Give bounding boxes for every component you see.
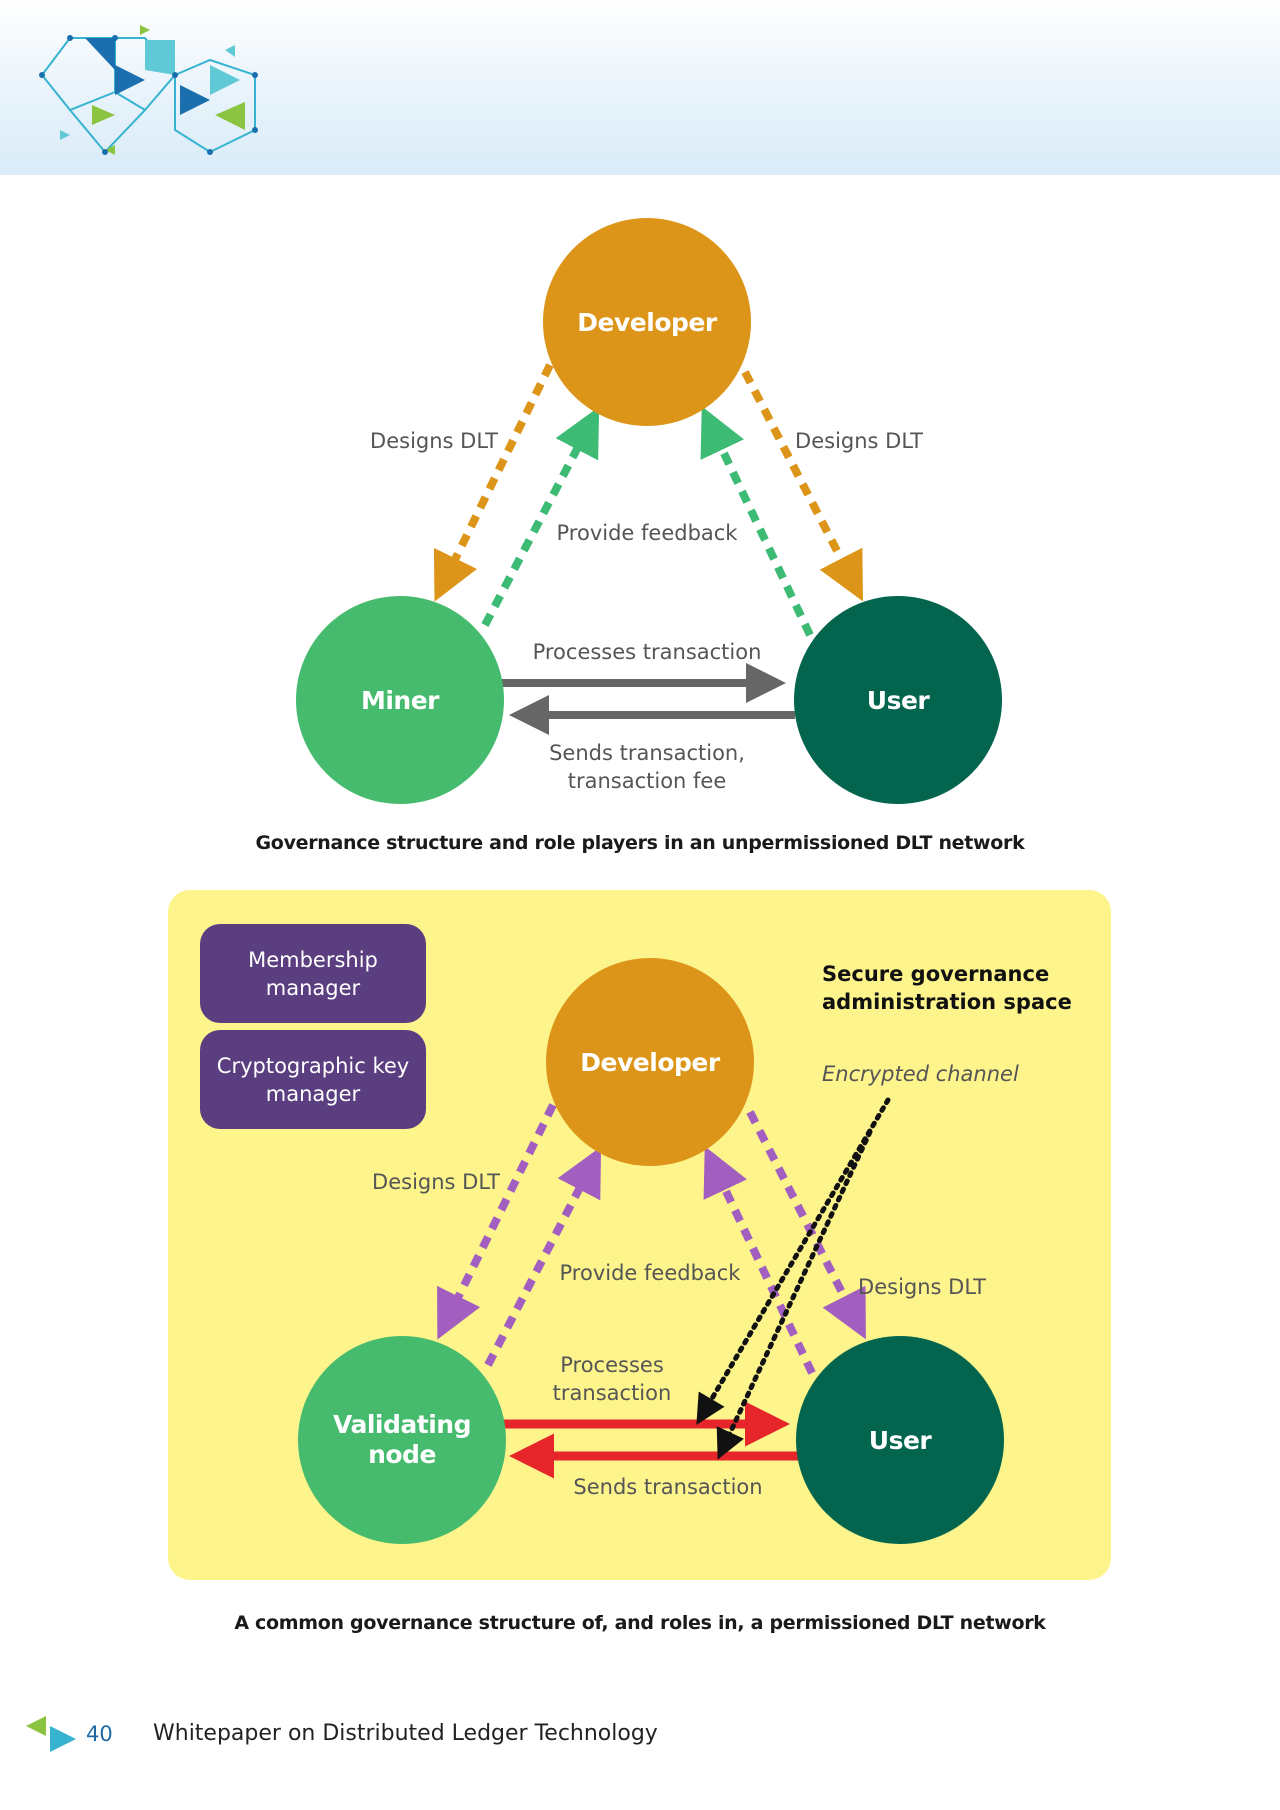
encrypted-channel-label: Encrypted channel	[822, 1062, 1019, 1086]
page-number: 40	[86, 1722, 113, 1746]
designs-dlt-right-label: Designs DLT	[795, 429, 923, 453]
diagram-unpermissioned: Developer Miner User Designs DLT Designs…	[296, 218, 1002, 804]
encrypted-channel-arrow-2	[716, 1129, 873, 1460]
miner-label: Miner	[361, 686, 440, 715]
user-label: User	[867, 686, 931, 715]
validating-node	[298, 1336, 506, 1544]
validating-node-label-2: node	[368, 1440, 436, 1469]
arrow-designs-dlt-left	[433, 363, 554, 602]
membership-manager-label-1: Membership	[248, 948, 378, 972]
user-label-2: User	[869, 1426, 933, 1455]
designs-dlt-left-label-2: Designs DLT	[372, 1170, 500, 1194]
arrow-feedback-right-2	[703, 1146, 816, 1375]
footer-arrows-icon	[26, 1716, 76, 1752]
developer-node	[543, 218, 751, 426]
user-node	[794, 596, 1002, 804]
sends-transaction-label-2: Sends transaction	[573, 1475, 762, 1499]
validating-node-label-1: Validating	[333, 1410, 471, 1439]
designs-dlt-right-label-2: Designs DLT	[858, 1275, 986, 1299]
secure-governance-label-1: Secure governance	[822, 962, 1049, 986]
crypto-key-manager-box	[200, 1030, 426, 1129]
sends-transaction-label-2: transaction fee	[568, 769, 727, 793]
caption-permissioned: A common governance structure of, and ro…	[234, 1612, 1046, 1634]
membership-manager-label-2: manager	[266, 976, 361, 1000]
arrow-feedback-left	[481, 406, 600, 627]
arrow-designs-dlt-left-2	[437, 1103, 557, 1340]
crypto-key-manager-label-2: manager	[266, 1082, 361, 1106]
arrow-designs-dlt-right	[741, 370, 863, 602]
designs-dlt-left-label: Designs DLT	[370, 429, 498, 453]
provide-feedback-label: Provide feedback	[557, 521, 739, 545]
developer-node-2	[546, 958, 754, 1166]
processes-transaction-label-2a: Processes	[560, 1353, 664, 1377]
arrow-feedback-right	[700, 406, 814, 637]
secure-governance-label-2: administration space	[822, 990, 1072, 1014]
sends-transaction-label-1: Sends transaction,	[549, 741, 745, 765]
membership-manager-box	[200, 924, 426, 1023]
developer-label: Developer	[577, 308, 718, 337]
developer-label-2: Developer	[580, 1048, 721, 1077]
processes-transaction-label-2b: transaction	[553, 1381, 672, 1405]
geometric-logo-icon	[39, 25, 258, 155]
arrow-feedback-left-2	[484, 1146, 602, 1367]
user-node-2	[796, 1336, 1004, 1544]
diagram-permissioned: Membership manager Cryptographic key man…	[168, 890, 1111, 1580]
provide-feedback-label-2: Provide feedback	[560, 1261, 742, 1285]
encrypted-channel-arrow-1	[696, 1097, 891, 1425]
crypto-key-manager-label-1: Cryptographic key	[217, 1054, 409, 1078]
footer-title: Whitepaper on Distributed Ledger Technol…	[153, 1721, 658, 1746]
caption-unpermissioned: Governance structure and role players in…	[255, 832, 1025, 854]
arrow-designs-dlt-right-2	[746, 1110, 866, 1340]
miner-node	[296, 596, 504, 804]
processes-transaction-label: Processes transaction	[533, 640, 762, 664]
